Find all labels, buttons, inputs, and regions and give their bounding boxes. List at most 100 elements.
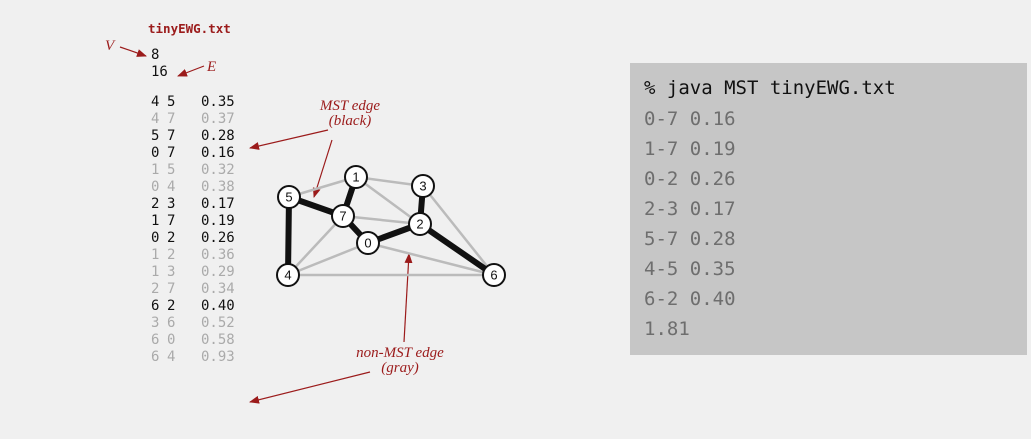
non-mst-edge-6-0	[366, 241, 496, 277]
edge-weight: 0.17	[201, 196, 235, 212]
edge-v: 6	[151, 332, 160, 348]
non-mst-edge-2-7	[341, 214, 422, 226]
edge-v: 2	[151, 281, 160, 297]
vertex-7: 7	[331, 204, 355, 228]
edge-w: 5	[167, 162, 176, 178]
edge-weight: 0.32	[201, 162, 235, 178]
edge-v: 1	[151, 213, 160, 229]
vertex-label: 6	[490, 268, 497, 283]
vertex-circle	[411, 174, 435, 198]
edge-w: 3	[167, 196, 176, 212]
non-mst-edge-1-2	[354, 175, 422, 226]
non-mst-edge-arrow-to-graph	[403, 253, 413, 343]
edge-w: 7	[167, 111, 176, 127]
edge-v: 0	[151, 145, 160, 161]
mst-edge-4-5	[285, 194, 292, 278]
edge-weight: 0.37	[201, 111, 235, 127]
edge-v: 0	[151, 230, 160, 246]
edge-w: 4	[167, 179, 176, 195]
vertex-5: 5	[277, 185, 301, 209]
edge-weight: 0.35	[201, 94, 235, 110]
edge-v: 1	[151, 247, 160, 263]
terminal-output-line: 4-5 0.35	[644, 258, 736, 280]
vertex-circle	[276, 263, 300, 287]
e-arrow	[177, 65, 205, 77]
terminal-output-line: 0-7 0.16	[644, 108, 736, 130]
mst-edge-annotation-line1: MST edge	[319, 98, 381, 114]
edge-weight: 0.58	[201, 332, 235, 348]
vertex-6: 6	[482, 263, 506, 287]
non-mst-edge-4-7	[286, 214, 345, 277]
vertex-count: 8	[151, 47, 160, 63]
vertex-circle	[408, 212, 432, 236]
non-mst-edge-annotation-line2: (gray)	[381, 360, 419, 376]
terminal-output-line: 5-7 0.28	[644, 228, 736, 250]
non-mst-edge-0-4	[286, 241, 370, 277]
mst-edge-arrow-to-list	[249, 129, 329, 150]
vertex-circle	[344, 165, 368, 189]
vertex-label: 3	[419, 179, 426, 194]
edge-w: 6	[167, 315, 176, 331]
terminal-command: % java MST tinyEWG.txt	[644, 77, 896, 99]
edge-w: 2	[167, 298, 176, 314]
vertex-1: 1	[344, 165, 368, 189]
edge-v: 6	[151, 298, 160, 314]
non-mst-edge-annotation: non-MST edge (gray)	[335, 346, 465, 376]
non-mst-edge-annotation-line1: non-MST edge	[356, 345, 444, 361]
edge-w: 7	[167, 281, 176, 297]
mst-edge-annotation-line2: (black)	[328, 113, 372, 129]
vertex-label: 4	[284, 268, 291, 283]
vertex-label: 2	[416, 217, 423, 232]
vertex-3: 3	[411, 174, 435, 198]
edge-w: 2	[167, 247, 176, 263]
edge-v: 5	[151, 128, 160, 144]
edge-w: 5	[167, 94, 176, 110]
non-mst-edge-3-6	[421, 184, 496, 277]
mst-edge-annotation: MST edge (black)	[300, 99, 400, 129]
edge-weight: 0.16	[201, 145, 235, 161]
edge-w: 7	[167, 145, 176, 161]
file-name: tinyEWG.txt	[148, 21, 231, 36]
edge-v: 3	[151, 315, 160, 331]
terminal-output-line: 1.81	[644, 318, 690, 340]
vertex-label: 1	[352, 170, 359, 185]
edge-weight: 0.36	[201, 247, 235, 263]
edge-weight: 0.34	[201, 281, 235, 297]
edge-v: 2	[151, 196, 160, 212]
vertex-circle	[277, 185, 301, 209]
edge-weight: 0.26	[201, 230, 235, 246]
edge-w: 0	[167, 332, 176, 348]
vertex-label: 7	[339, 209, 346, 224]
edge-w: 4	[167, 349, 176, 365]
vertex-4: 4	[276, 263, 300, 287]
edge-w: 3	[167, 264, 176, 280]
v-arrow	[119, 46, 147, 57]
vertex-label: 5	[285, 190, 292, 205]
terminal-output-line: 1-7 0.19	[644, 138, 736, 160]
v-label: V	[105, 38, 115, 54]
non-mst-edge-arrow-to-list	[249, 371, 371, 404]
edge-count: 16	[151, 64, 168, 80]
vertex-circle	[482, 263, 506, 287]
edge-weight: 0.52	[201, 315, 235, 331]
vertex-label: 0	[364, 236, 371, 251]
edge-w: 2	[167, 230, 176, 246]
vertex-0: 0	[356, 231, 380, 255]
edge-weight: 0.40	[201, 298, 235, 314]
edge-weight: 0.93	[201, 349, 235, 365]
e-label: E	[207, 59, 217, 75]
